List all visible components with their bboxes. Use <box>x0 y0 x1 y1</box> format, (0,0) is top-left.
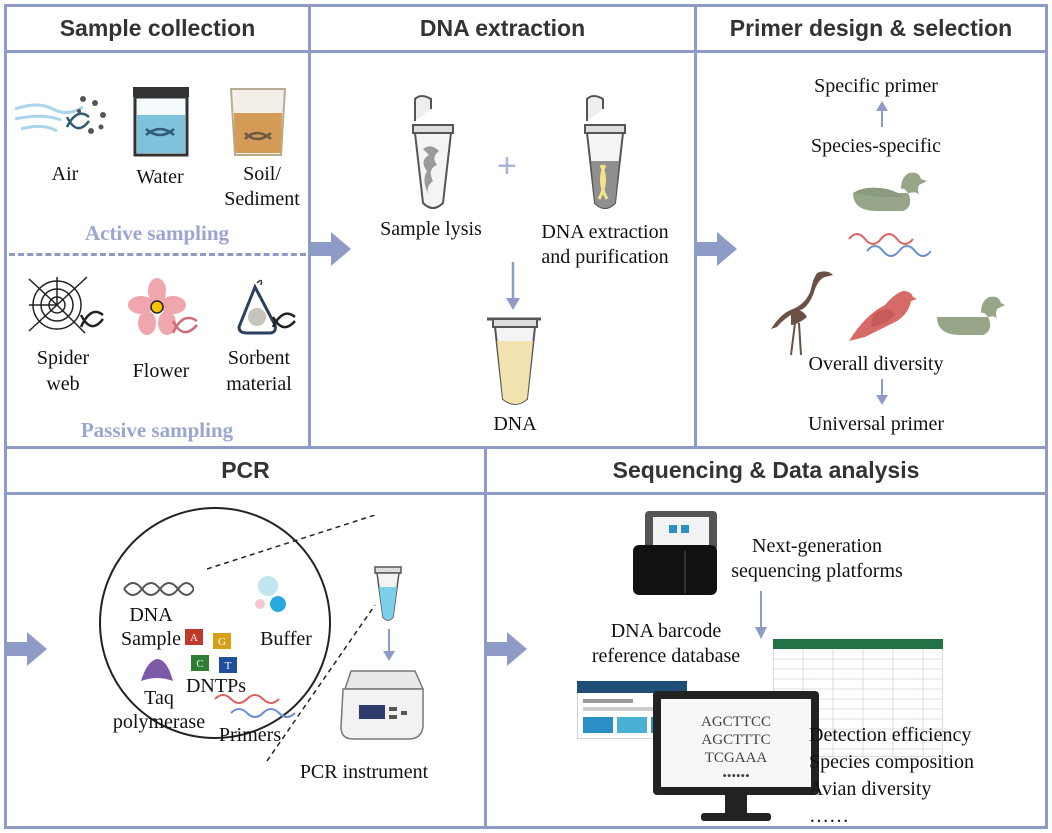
up-arrow-specific <box>876 101 888 127</box>
air-label: Air <box>51 163 79 185</box>
soil-icon <box>229 88 287 156</box>
water-label: Water <box>136 166 184 188</box>
pcr-mix-circle <box>99 507 331 739</box>
dna-sample-label-line1: DNA <box>129 604 173 626</box>
pcr-tube-icon <box>374 566 402 621</box>
extraction-tube-icon <box>584 95 626 209</box>
primer-design-panel: Primer design & selection Specific prime… <box>694 4 1048 449</box>
down-arrow-to-instrument <box>383 629 395 661</box>
sorbent-icon <box>237 279 296 335</box>
arrow-sample-to-extraction <box>311 232 351 266</box>
lysis-tube-icon <box>412 95 454 209</box>
dna-extraction-panel: DNA extraction Sample lysis + DNA extrac… <box>308 4 697 449</box>
flower-label: Flower <box>132 360 190 382</box>
extraction-label-line1: DNA extraction <box>541 221 669 243</box>
air-icon <box>14 96 106 134</box>
seq-line-1: AGCTTCC <box>700 714 771 730</box>
soil-label-line1: Soil/ <box>243 163 281 185</box>
spider-label-line2: web <box>46 373 80 395</box>
output-species-composition: Species composition <box>809 751 974 773</box>
taq-label-line1: Taq <box>144 687 174 709</box>
sequencer-icon <box>633 511 717 595</box>
spider-label-line1: Spider <box>36 347 90 369</box>
dna-sample-label-line2: Sample <box>121 628 181 650</box>
sorbent-label-line2: material <box>226 373 292 395</box>
primers-label: Primers <box>218 724 282 746</box>
sample-collection-panel: Sample collection Air Water <box>4 4 311 449</box>
sampling-divider <box>9 253 306 256</box>
pcr-title: PCR <box>7 449 484 495</box>
down-arrow-to-analysis <box>755 591 767 639</box>
primer-design-title: Primer design & selection <box>697 7 1045 53</box>
down-arrow-universal <box>876 379 888 405</box>
ngs-label-line1: Next-generation <box>752 535 882 557</box>
dntp-letter-c: C <box>196 658 203 670</box>
arrow-pcr-to-sequencing <box>487 632 527 666</box>
primers-strands-icon <box>214 694 296 718</box>
output-avian-diversity: Avian diversity <box>809 778 932 800</box>
taq-polymerase-icon <box>141 659 173 681</box>
taq-label-line2: polymerase <box>112 711 206 733</box>
down-arrow-to-dna <box>506 262 520 310</box>
species-specific-label: Species-specific <box>811 135 941 157</box>
seq-line-2: AGCTTTC <box>701 732 771 748</box>
pcr-instrument-label: PCR instrument <box>299 761 429 783</box>
overall-diversity-label: Overall diversity <box>808 353 944 375</box>
sample-lysis-label: Sample lysis <box>380 218 482 240</box>
duck-icon <box>853 172 927 211</box>
barcode-label-line1: DNA barcode <box>610 620 722 642</box>
dntp-letter-g: G <box>218 636 226 648</box>
arrow-into-pcr <box>7 632 47 666</box>
barcode-label-line2: reference database <box>591 645 741 667</box>
arrow-extraction-to-primer <box>697 232 737 266</box>
dna-tube-icon <box>487 317 541 405</box>
primer-strands-icon <box>848 233 931 257</box>
ngs-label-line2: sequencing platforms <box>731 560 903 582</box>
seq-line-3: TCGAAA <box>704 750 768 766</box>
buffer-droplets-icon <box>255 576 286 612</box>
spider-web-icon <box>28 276 104 334</box>
monitor-icon <box>653 691 819 821</box>
seq-line-4: •••••• <box>722 768 750 783</box>
pcr-panel: PCR DNA Sample Buffer A G C T DNTPs <box>4 446 487 829</box>
soil-label-line2: Sediment <box>224 188 300 210</box>
dntps-label: DNTPs <box>185 675 246 697</box>
flower-icon <box>128 278 198 335</box>
dntp-letter-a: A <box>190 632 198 644</box>
passive-sampling-label: Passive sampling <box>80 418 234 442</box>
sorbent-label-line1: Sorbent <box>227 347 291 369</box>
sequencing-title: Sequencing & Data analysis <box>487 449 1045 495</box>
plus-sign: + <box>497 147 517 185</box>
dna-double-helix-icon <box>123 582 194 596</box>
universal-primer-label: Universal primer <box>807 413 945 435</box>
pcr-instrument-icon <box>340 670 425 740</box>
dntps-icon: A G C T <box>185 629 237 673</box>
sample-collection-title: Sample collection <box>7 7 308 53</box>
dna-extraction-title: DNA extraction <box>311 7 694 53</box>
bird-icon <box>849 291 917 341</box>
output-detection-efficiency: Detection efficiency <box>809 724 972 746</box>
sequencing-panel: Sequencing & Data analysis Next-generati… <box>484 446 1048 829</box>
zoom-dashed-lines <box>207 515 376 762</box>
buffer-label: Buffer <box>260 628 312 650</box>
specific-primer-label: Specific primer <box>814 75 938 97</box>
dna-label: DNA <box>493 413 537 435</box>
dntp-letter-t: T <box>225 660 232 672</box>
output-ellipsis: …… <box>809 805 849 827</box>
active-sampling-label: Active sampling <box>84 221 230 245</box>
heron-icon <box>771 271 833 356</box>
duck-icon-2 <box>937 296 1005 335</box>
water-icon <box>133 87 189 157</box>
extraction-label-line2: and purification <box>541 246 669 268</box>
